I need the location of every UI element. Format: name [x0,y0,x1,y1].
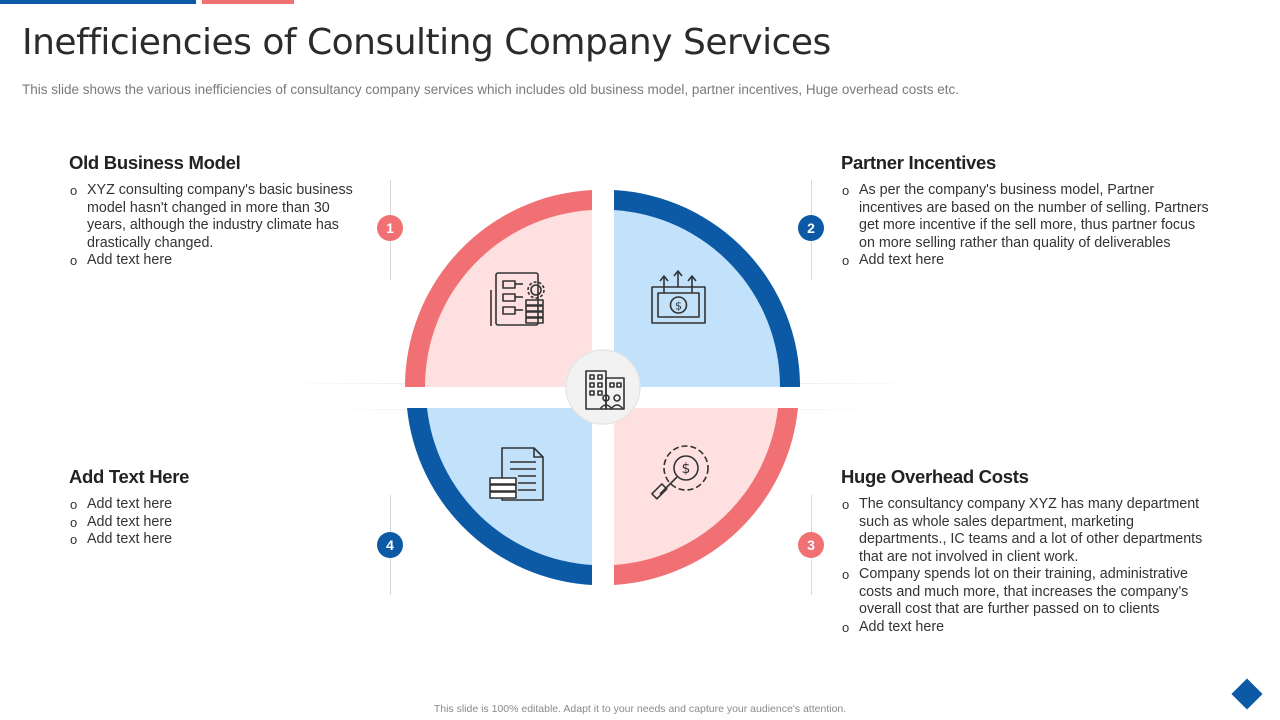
bullet-item: Company spends lot on their training, ad… [841,566,1216,619]
bullet-item: Add text here [69,252,359,270]
bullet-list: The consultancy company XYZ has many dep… [841,496,1216,636]
section-huge-overhead-costs: Huge Overhead Costs The consultancy comp… [841,466,1216,636]
bullet-item: The consultancy company XYZ has many dep… [841,496,1216,566]
section-partner-incentives: Partner Incentives As per the company's … [841,152,1211,270]
section-heading: Old Business Model [69,152,241,173]
section-heading: Huge Overhead Costs [841,466,1029,487]
office-building-icon [565,349,641,425]
step-number: 4 [386,537,394,553]
top-accent-bar-coral [202,0,294,4]
bullet-list: XYZ consulting company's basic business … [69,182,359,270]
section-heading: Partner Incentives [841,152,997,173]
bullet-list: Add text here Add text here Add text her… [69,496,359,549]
gear-dollar-magnifier-icon: $ [651,445,709,500]
document-coins-icon [489,447,544,501]
quadrant-2-partner-incentives [614,190,801,387]
step-badge-1: 1 [377,215,403,241]
step-badge-3: 3 [798,532,824,558]
page-title: Inefficiencies of Consulting Company Ser… [22,22,831,63]
section-add-text-here: Add Text Here Add text here Add text her… [69,466,359,549]
quadrant-3-huge-overhead-costs [614,408,798,585]
bullet-item: As per the company's business model, Par… [841,182,1211,252]
top-accent-bar-blue [0,0,196,4]
step-badge-4: 4 [377,532,403,558]
bullet-item: Add text here [69,531,359,549]
bullet-item: Add text here [841,619,1216,637]
svg-text:$: $ [675,300,682,313]
bullet-item: Add text here [841,252,1211,270]
bullet-list: As per the company's business model, Par… [841,182,1211,270]
section-heading: Add Text Here [69,466,190,487]
footer-note: This slide is 100% editable. Adapt it to… [433,703,847,715]
bullet-item: XYZ consulting company's basic business … [69,182,359,252]
step-badge-2: 2 [798,215,824,241]
money-growth-icon: $ [651,270,706,324]
step-number: 2 [807,220,815,236]
step-number: 3 [807,537,815,553]
flowchart-document-gear-icon [490,272,545,326]
bullet-item: Add text here [69,514,359,532]
page-subtitle: This slide shows the various inefficienc… [22,82,959,97]
section-old-business-model: Old Business Model XYZ consulting compan… [69,152,359,270]
step-number: 1 [386,220,394,236]
quadrant-1-old-business-model [404,190,592,387]
bullet-item: Add text here [69,496,359,514]
svg-text:$: $ [682,461,691,477]
